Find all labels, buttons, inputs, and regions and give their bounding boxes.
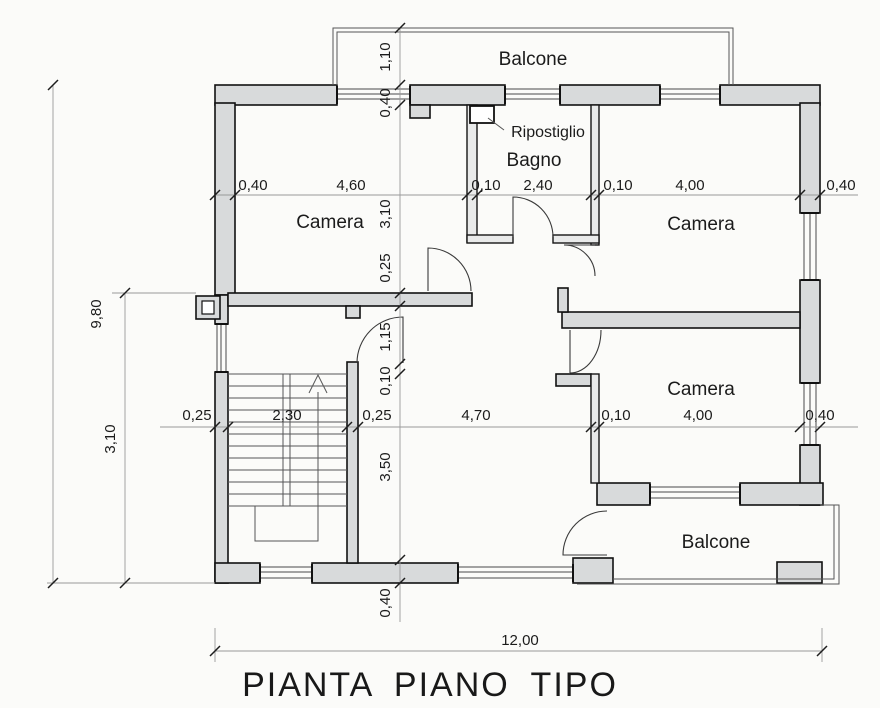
room-label-balcone-se: Balcone [682,532,751,553]
dim-total-height: 9,80 [88,299,105,328]
wall-jamb-step [409,104,431,119]
wall-se-jamb [555,373,592,387]
wall-corridor [227,292,473,307]
balcony-bottom-outline [577,504,840,585]
balcony-top-outline [332,27,734,85]
wall-between-cameras [561,311,801,329]
room-label-bagno: Bagno [507,150,562,171]
partition-se-camera-west [590,373,600,484]
wall-bottom-pier [572,557,614,584]
dim-top-6: 0,40 [826,177,855,194]
stair-arrow-head [308,373,328,394]
windows [216,88,817,579]
dim-vert-6: 3,50 [377,452,394,481]
room-labels: Balcone Ripostiglio Bagno Camera Camera … [296,49,750,553]
stair-landing [254,505,319,542]
dimension-ticks [47,22,828,657]
dim-total-width: 12,00 [501,632,539,649]
door-swings [356,196,608,556]
wall-corridor-jamb [345,305,361,319]
wall-bottom-2 [311,562,459,584]
dim-top-4: 0,10 [603,177,632,194]
door-camera-se [569,329,602,374]
ripostiglio-box [469,105,495,124]
dim-vert-7: 0,40 [377,588,394,617]
door-camera-nw [427,247,472,292]
door-balcone-se [562,510,608,556]
room-label-camera-nw: Camera [296,212,364,233]
dim-vert-1: 0,40 [377,88,394,117]
dim-stairwell: 3,10 [102,424,119,453]
wall-right-2 [799,279,821,384]
wall-top-2 [409,84,506,106]
drawing-title: PIANTA PIANO TIPO [242,666,618,704]
dim-mid-5: 4,00 [683,407,712,424]
room-label-camera-ne: Camera [667,214,735,235]
dim-vert-4: 1,15 [377,322,394,351]
dimension-lines [47,28,858,662]
room-label-ripostiglio: Ripostiglio [511,124,585,141]
door-corridor [356,316,404,364]
wall-top-4 [719,84,821,106]
wall-between-cameras-cap [557,287,569,313]
staircase [228,373,347,542]
dim-top-1: 4,60 [336,177,365,194]
dim-mid-0: 0,25 [182,407,211,424]
partition-bagno-bottom-2 [552,234,600,244]
partition-bagno-bottom-1 [466,234,514,244]
room-label-balcone-top: Balcone [499,49,568,70]
dim-top-3: 2,40 [523,177,552,194]
door-camera-ne [563,244,596,277]
wall-right-1 [799,102,821,214]
dim-mid-1: 2,30 [272,407,301,424]
door-bagno [512,196,554,238]
wall-stair-right [346,361,359,564]
window-jambs [215,86,819,582]
dimension-labels: 0,40 4,60 0,10 2,40 0,10 4,00 0,40 0,25 … [88,42,856,649]
balcony-outlines [332,27,840,585]
wall-se-camera-1 [596,482,651,506]
balcony-pier-right [776,561,823,584]
dim-mid-4: 0,10 [601,407,630,424]
dim-top-5: 4,00 [675,177,704,194]
partition-bagno-right [590,104,600,246]
dim-vert-2: 3,10 [377,199,394,228]
dim-mid-6: 0,40 [805,407,834,424]
dim-top-2: 0,10 [471,177,500,194]
room-label-camera-se: Camera [667,379,735,400]
dim-mid-2: 0,25 [362,407,391,424]
wall-top-1 [214,84,338,106]
ripostiglio-leader [487,117,505,131]
wall-bottom-1 [214,562,261,584]
dim-vert-5: 0,10 [377,366,394,395]
exterior-walls [195,84,824,584]
wall-se-camera-2 [739,482,824,506]
dim-mid-3: 4,70 [461,407,490,424]
dim-top-0: 0,40 [238,177,267,194]
pillar-inner [201,300,215,315]
wall-left-lower [214,371,229,584]
partition-bagno-left [466,104,478,243]
wall-top-3 [559,84,661,106]
dim-vert-0: 1,10 [377,42,394,71]
dim-vert-3: 0,25 [377,253,394,282]
